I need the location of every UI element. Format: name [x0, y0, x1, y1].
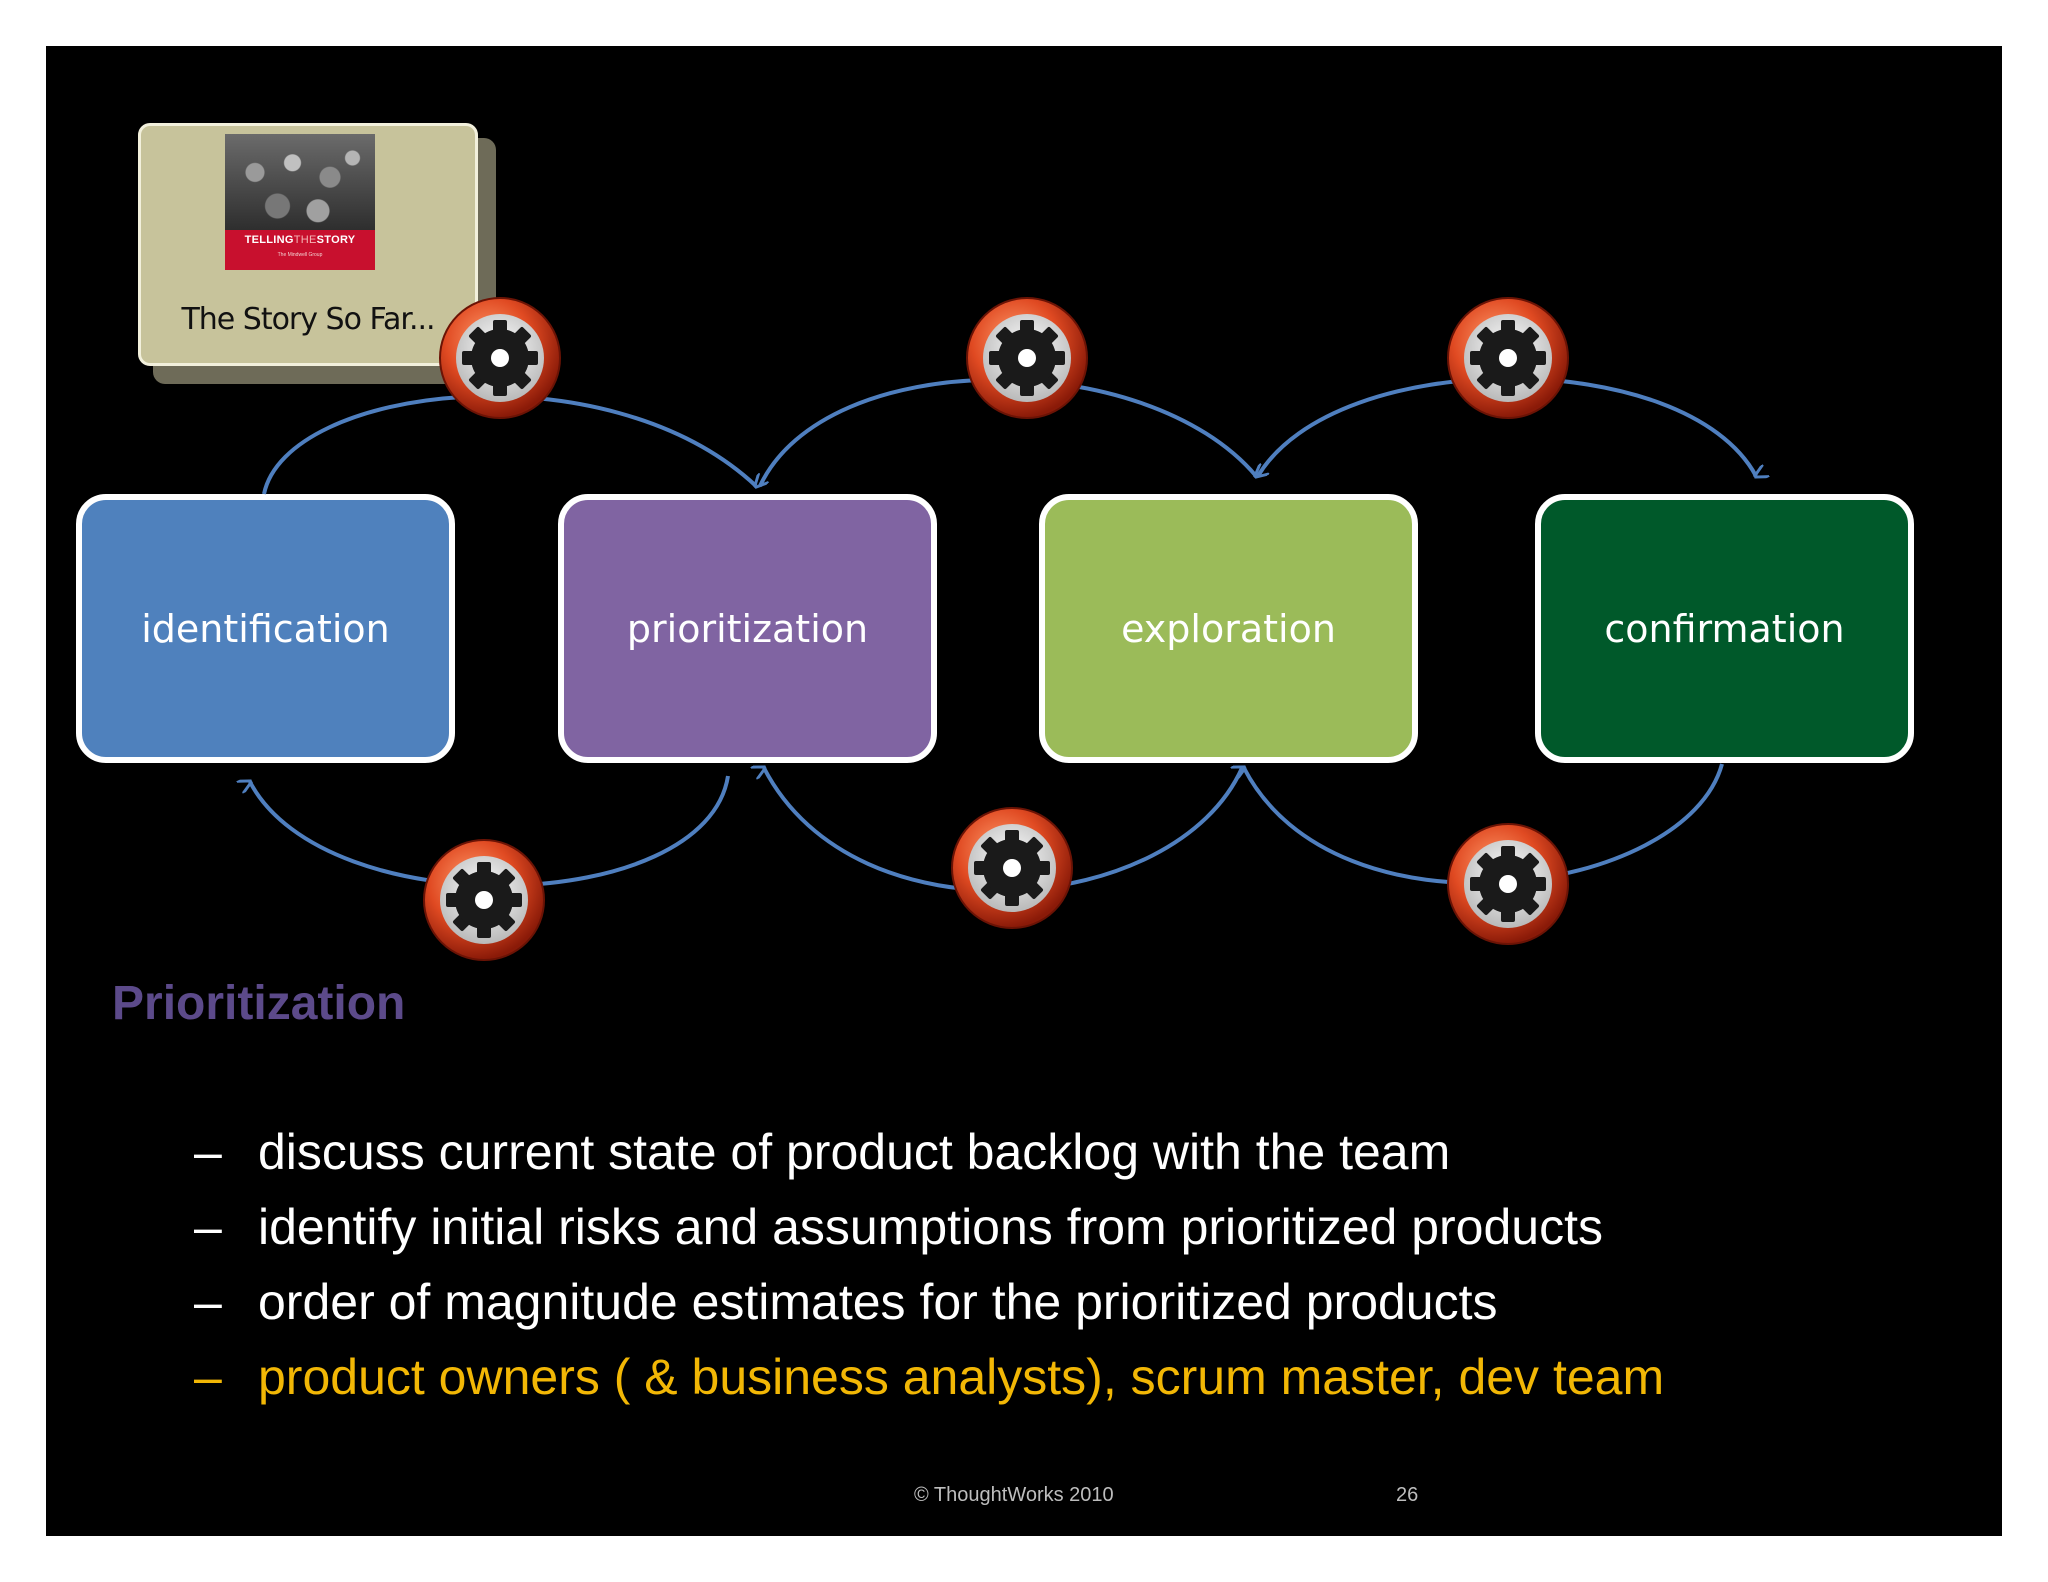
stage-identification: identification [76, 494, 455, 763]
bullet-text: product owners ( & business analysts), s… [258, 1349, 1665, 1405]
bullet-text: order of magnitude estimates for the pri… [258, 1274, 1498, 1330]
book-title-mid: THE [293, 234, 317, 246]
flow-arrows [46, 297, 2002, 961]
footer-copyright: © ThoughtWorks 2010 [914, 1484, 1114, 1506]
stage-exploration: exploration [1039, 494, 1418, 763]
bullet-item: –identify initial risks and assumptions … [194, 1197, 1664, 1272]
book-title-left: TELLING [244, 234, 294, 246]
book-publisher: The Mindwell Group [277, 252, 323, 258]
stage-label: confirmation [1604, 606, 1845, 651]
footer-page-number: 26 [1396, 1484, 1419, 1506]
story-card: TELLINGTHESTORY The Mindwell Group The S… [138, 123, 478, 366]
stage-label: prioritization [626, 606, 869, 651]
bullet-dash: – [194, 1124, 222, 1180]
bullet-list: –discuss current state of product backlo… [194, 1122, 1664, 1422]
book-title-band: TELLINGTHESTORY [225, 230, 375, 270]
bullet-item: –order of magnitude estimates for the pr… [194, 1272, 1664, 1347]
stage-confirmation: confirmation [1535, 494, 1914, 763]
stage-prioritization: prioritization [558, 494, 937, 763]
gear-icon [423, 839, 545, 961]
book-cover-image: TELLINGTHESTORY The Mindwell Group [225, 134, 375, 270]
slide: TELLINGTHESTORY The Mindwell Group The S… [46, 46, 2002, 1536]
stage-label: identification [141, 606, 390, 651]
book-cover-photo [225, 134, 375, 230]
bullet-dash: – [194, 1274, 222, 1330]
section-title: Prioritization [112, 977, 406, 1030]
gear-icon [966, 297, 1088, 419]
gear-icon [439, 297, 561, 419]
story-card-label: The Story So Far... [181, 302, 435, 337]
gear-icon [1447, 823, 1569, 945]
gear-icon [951, 807, 1073, 929]
bullet-text: discuss current state of product backlog… [258, 1124, 1451, 1180]
book-title-right: STORY [316, 234, 356, 246]
bullet-text: identify initial risks and assumptions f… [258, 1199, 1603, 1255]
bullet-dash: – [194, 1199, 222, 1255]
bullet-item: –discuss current state of product backlo… [194, 1122, 1664, 1197]
bullet-dash: – [194, 1349, 222, 1405]
bullet-item-highlight: –product owners ( & business analysts), … [194, 1347, 1664, 1422]
stage-label: exploration [1121, 606, 1336, 651]
gear-icon [1447, 297, 1569, 419]
